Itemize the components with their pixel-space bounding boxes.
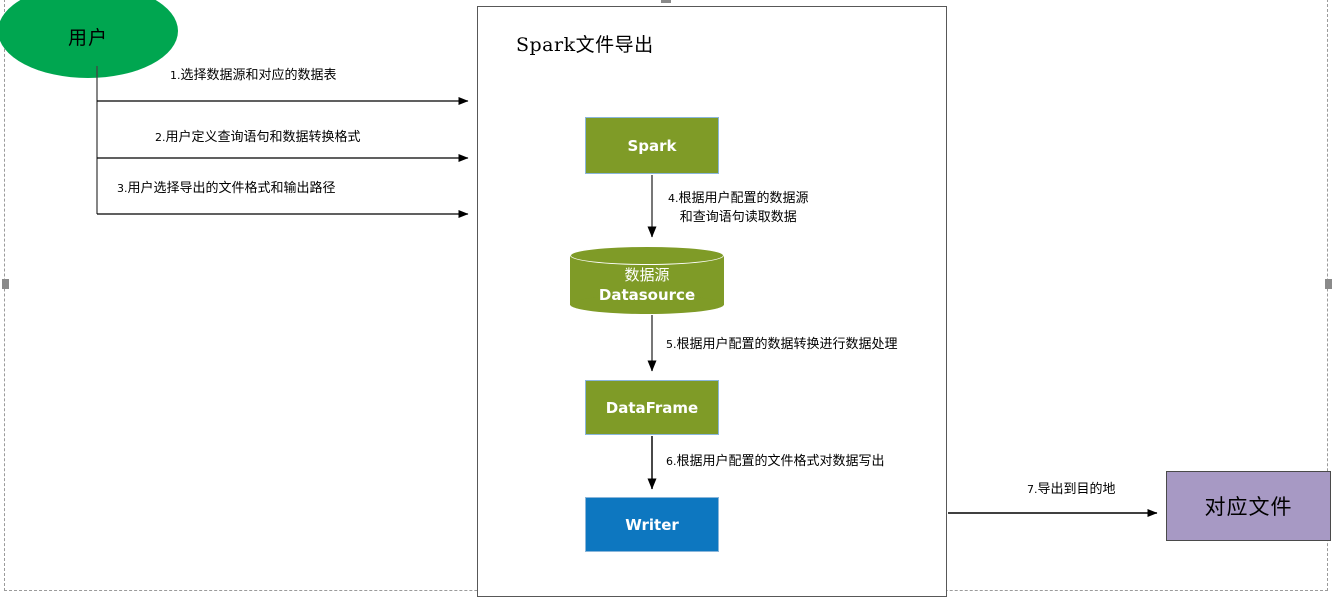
edge-label-4-line2: 和查询语句读取数据 <box>679 210 797 225</box>
edge-label-1-text: 选择数据源和对应的数据表 <box>180 68 337 83</box>
node-spark-label: Spark <box>627 136 677 155</box>
edge-label-2-num: 2. <box>155 131 166 144</box>
edge-label-5: 5.根据用户配置的数据转换进行数据处理 <box>666 335 898 354</box>
edge-label-6: 6.根据用户配置的文件格式对数据写出 <box>666 452 885 471</box>
edge-label-6-num: 6. <box>666 455 677 468</box>
edge-label-4-text1: 根据用户配置的数据源 <box>678 191 809 206</box>
node-writer[interactable]: Writer <box>585 497 719 552</box>
edge-label-7-text: 导出到目的地 <box>1037 482 1116 497</box>
edge-label-7: 7.导出到目的地 <box>1027 480 1116 499</box>
edge-label-5-text: 根据用户配置的数据转换进行数据处理 <box>676 337 898 352</box>
edge-label-4-num: 4. <box>668 192 679 205</box>
resize-handle-left[interactable] <box>2 279 9 289</box>
node-writer-label: Writer <box>625 515 679 534</box>
actor-user[interactable]: 用户 <box>0 0 178 78</box>
node-dataframe-label: DataFrame <box>605 398 699 417</box>
edge-label-4: 4.根据用户配置的数据源 和查询语句读取数据 <box>668 189 809 227</box>
node-datasource-label-en: Datasource <box>598 286 696 304</box>
node-datasource-label-cn: 数据源 <box>624 266 670 284</box>
node-dataframe[interactable]: DataFrame <box>585 380 719 435</box>
node-spark[interactable]: Spark <box>585 117 719 174</box>
node-target-file-label: 对应文件 <box>1204 495 1293 519</box>
cylinder-top-ellipse <box>570 246 724 265</box>
node-datasource-labels: 数据源 Datasource <box>570 257 724 313</box>
edge-label-7-num: 7. <box>1027 483 1038 496</box>
node-datasource[interactable]: 数据源 Datasource <box>570 246 724 314</box>
edge-label-3-text: 用户选择导出的文件格式和输出路径 <box>127 181 336 196</box>
actor-user-label: 用户 <box>67 26 108 49</box>
edge-label-1: 1.选择数据源和对应的数据表 <box>170 66 337 85</box>
resize-handle-top[interactable] <box>661 0 671 3</box>
edge-label-5-num: 5. <box>666 338 677 351</box>
resize-handle-right[interactable] <box>1325 279 1332 289</box>
edge-label-1-num: 1. <box>170 69 181 82</box>
edge-label-3-num: 3. <box>117 182 128 195</box>
edge-label-4-line1: 4.根据用户配置的数据源 <box>668 189 809 208</box>
edge-label-2: 2.用户定义查询语句和数据转换格式 <box>155 128 361 147</box>
edge-label-3: 3.用户选择导出的文件格式和输出路径 <box>117 179 336 198</box>
node-target-file[interactable]: 对应文件 <box>1166 471 1331 541</box>
edge-label-6-text: 根据用户配置的文件格式对数据写出 <box>676 454 885 469</box>
cylinder-bottom-ellipse <box>570 295 724 314</box>
edge-label-2-text: 用户定义查询语句和数据转换格式 <box>165 130 361 145</box>
system-boundary-title: Spark文件导出 <box>516 34 654 56</box>
